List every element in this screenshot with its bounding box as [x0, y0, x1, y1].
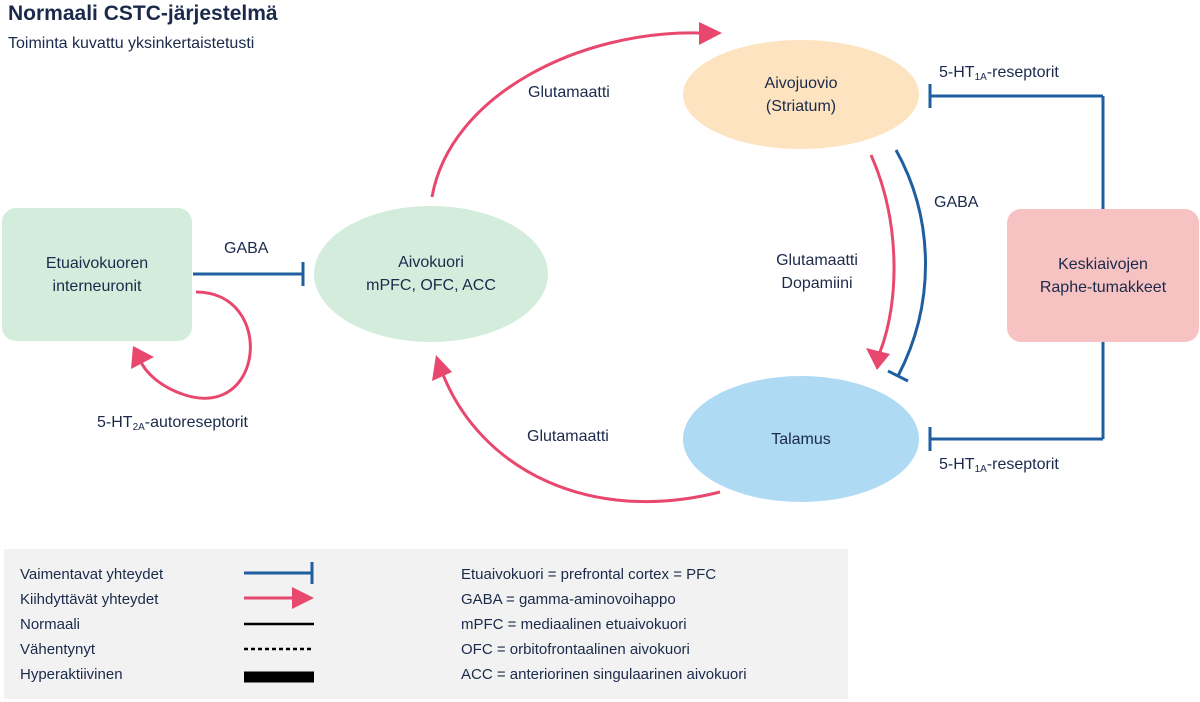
thalamus-label: Talamus [771, 430, 831, 448]
autoreceptor-excitatory-loop [131, 290, 252, 400]
legend-inhibitory-swatch [244, 562, 314, 584]
glutamate-mid-label: Glutamaatti [776, 252, 858, 269]
dopamine-mid-label: Dopamiini [781, 275, 853, 292]
raphe-label-line1: Keskiaivojen [1058, 255, 1148, 273]
thalamus-to-cortex-excitatory [432, 355, 721, 504]
thalamus-node: Talamus [683, 376, 919, 502]
interneurons-label-line2: interneuronit [52, 277, 142, 295]
abbreviation-mpfc: mPFC = mediaalinen etuaivokuori [461, 616, 687, 633]
legend-label-hyperactive: Hyperaktiivinen [20, 666, 123, 683]
legend-label-normal: Normaali [20, 616, 81, 633]
legend-panel: Vaimentavat yhteydet Kiihdyttävät yhteyd… [4, 549, 848, 699]
cortex-node: Aivokuori mPFC, OFC, ACC [314, 206, 548, 342]
diagram-subtitle: Toiminta kuvattu yksinkertaistetusti [8, 35, 255, 52]
legend-label-excitatory: Kiihdyttävät yhteydet [20, 591, 159, 608]
abbreviation-ofc: OFC = orbitofrontaalinen aivokuori [461, 641, 690, 658]
legend-label-inhibitory: Vaimentavat yhteydet [20, 566, 164, 583]
gaba-inhibitory-connection [193, 262, 305, 286]
interneurons-label-line1: Etuaivokuoren [45, 254, 149, 272]
cortex-label-line2: mPFC, OFC, ACC [366, 277, 496, 294]
glutamate-bottom-label: Glutamaatti [527, 428, 609, 445]
abbreviation-pfc: Etuaivokuori = prefrontal cortex = PFC [461, 566, 717, 583]
striatum-to-thalamus-excitatory [866, 154, 896, 370]
striatum-label-line1: Aivojuovio [764, 74, 838, 92]
ht1a-bottom-label: 5-HT1A-reseptorit [939, 456, 1059, 475]
gaba-left-label: GABA [224, 240, 269, 257]
gaba-right-label: GABA [934, 194, 979, 211]
raphe-label-line2: Raphe-tumakkeet [1039, 278, 1167, 296]
glutamate-top-label: Glutamaatti [528, 84, 610, 101]
striatum-label-line2: (Striatum) [765, 97, 837, 115]
legend-label-reduced: Vähentynyt [20, 641, 96, 658]
striatum-to-thalamus-inhibitory [887, 149, 927, 383]
legend-excitatory-swatch [244, 587, 314, 609]
cortex-label-line1: Aivokuori [398, 254, 464, 271]
striatum-node: Aivojuovio (Striatum) [683, 40, 919, 149]
cortex-to-striatum-excitatory [430, 22, 722, 198]
ht2a-label: 5-HT2A-autoreseptorit [97, 414, 248, 433]
raphe-inhibitory-connections [928, 84, 1105, 451]
ht1a-top-label: 5-HT1A-reseptorit [939, 64, 1059, 83]
abbreviation-acc: ACC = anteriorinen singulaarinen aivokuo… [461, 666, 747, 683]
interneurons-node: Etuaivokuoren interneuronit [2, 208, 192, 341]
abbreviation-gaba: GABA = gamma-aminovoihappo [461, 591, 676, 608]
raphe-node: Keskiaivojen Raphe-tumakkeet [1007, 209, 1199, 342]
legend-swatches [244, 562, 314, 683]
diagram-title: Normaali CSTC-järjestelmä [8, 2, 278, 25]
glutamate-dopamine-label: Glutamaatti Dopamiini [760, 249, 874, 295]
